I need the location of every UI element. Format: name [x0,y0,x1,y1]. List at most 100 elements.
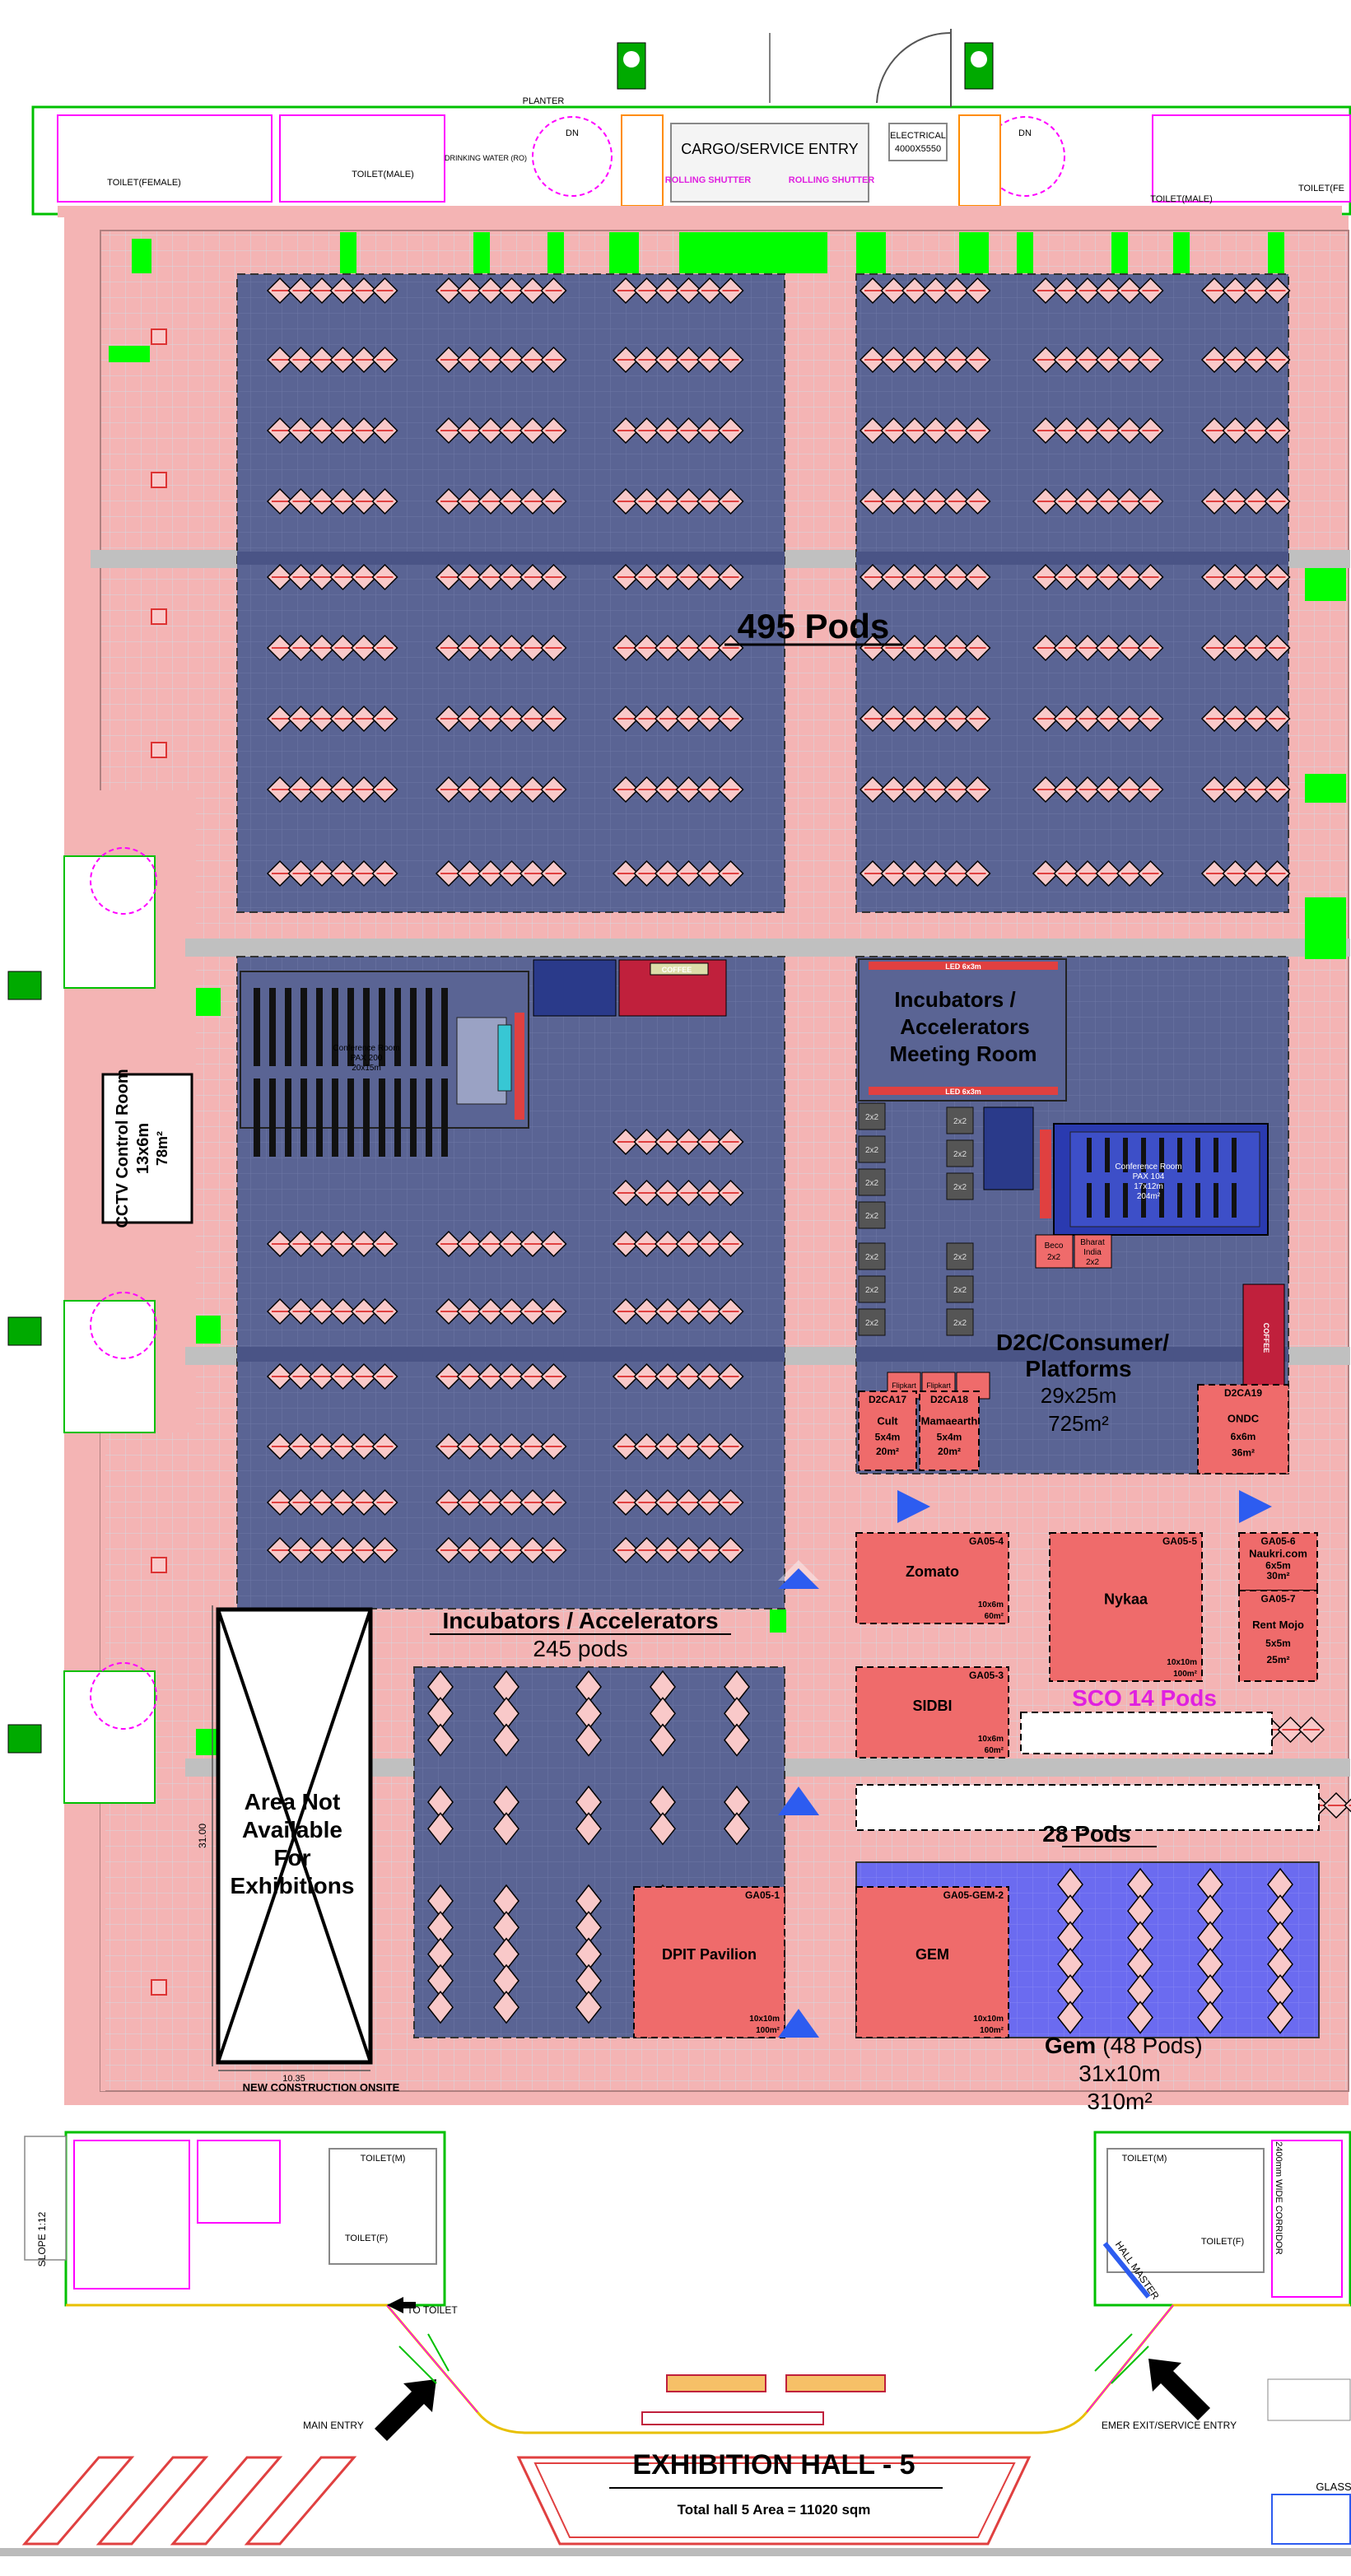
toilet-m-right: TOILET(M) [1122,2154,1167,2164]
box-2x2 [858,1102,886,1130]
box-2x2-label: 2x2 [953,1319,967,1328]
rolling-shutter-right: ROLLING SHUTTER [789,175,875,185]
booth-box [1238,1532,1318,1591]
incubators-245-pods: 245 pods [533,1636,627,1661]
box-2x2-label: 2x2 [865,1319,879,1328]
booth-area: 20m² [876,1446,899,1457]
hall-title: EXHIBITION HALL - 5 [632,2449,915,2481]
hall-title-banner [516,2456,1032,2546]
booth-name: Zomato [906,1563,959,1580]
booth-box [919,1390,980,1471]
box-2x2-label: 2x2 [953,1183,967,1192]
booth-box [1238,1590,1318,1682]
emergency-exit-label: EMER EXIT/SERVICE ENTRY [1102,2420,1237,2431]
toilet-female-right: TOILET(FE [1298,184,1344,193]
box-2x2-label: 2x2 [865,1253,879,1262]
area-not-available [212,1605,373,2071]
pod [650,1723,676,1757]
toilet-f-left: TOILET(F) [345,2234,388,2243]
chair-row [332,1078,338,1157]
booth-code: GA05-4 [969,1535,1004,1547]
box-2x2 [946,1172,974,1200]
chair-row [316,988,323,1066]
toilet-f-right: TOILET(F) [1201,2237,1244,2247]
new-construction-label: NEW CONSTRUCTION ONSITE [243,2081,400,2094]
to-toilet-label: TO TOILET [407,2304,458,2316]
pods-zone-left [236,273,785,913]
booth-area: 25m² [1266,1654,1289,1665]
booth-size: 5x5m [1265,1637,1291,1649]
india-label: India [1083,1248,1102,1257]
chair-row [332,988,338,1066]
coffee-label-right: COFFEE [1262,1323,1270,1353]
booth-area: 100m² [756,2026,780,2035]
chair-row [1232,1183,1237,1218]
pod [650,1812,676,1846]
entry-gates [398,2333,1149,2384]
conference-chairs-right [1087,1138,1237,1218]
conf-right-size: 17x12m [1134,1182,1163,1191]
chair-row [1232,1138,1237,1172]
incubators-245-title: Incubators / Accelerators [442,1608,718,1633]
booth-area: 20m² [938,1446,961,1457]
booth-code: GA05-3 [969,1670,1004,1681]
pod [1057,2001,1083,2034]
chair-row [347,1078,354,1157]
cargo-entry-label: CARGO/SERVICE ENTRY [681,141,858,157]
box-2x2-label: 2x2 [953,1150,967,1159]
bottom-service-area [0,2131,1351,2556]
pod [493,1812,519,1846]
chair-row [1177,1183,1182,1218]
booth-size: 10x6m [978,1600,1004,1609]
direction-arrows [778,1490,1272,2038]
booth-box [855,1666,1009,1758]
bharat-size: 2x2 [1086,1258,1100,1267]
booth-area: 30m² [1266,1570,1289,1581]
box-2x2 [946,1242,974,1270]
box-2x2-label: 2x2 [865,1286,879,1295]
box-2x2-label: 2x2 [865,1146,879,1155]
booth-size: 10x10m [1167,1658,1197,1667]
booth-name: Rent Mojo [1252,1619,1304,1631]
booth-area: 36m² [1232,1446,1255,1458]
conf-right-title: Conference Room [1115,1162,1181,1172]
incubators-meeting-line1: Incubators / [894,987,1015,1012]
drinking-water-label: DRINKING WATER (RO) [445,154,527,162]
led-label-top: LED 6x3m [945,962,981,971]
chair-row [347,988,354,1066]
pod [427,1723,454,1757]
booth-size: 5x4m [875,1432,901,1443]
cctv-size: 13x6m [134,1123,152,1174]
dim-10: 10.35 [282,2074,305,2084]
chair-row [441,1078,448,1157]
booth-code: GA05-6 [1260,1535,1295,1547]
booth-area: 100m² [1173,1670,1198,1679]
chair-row [1159,1183,1164,1218]
box-2x2 [858,1242,886,1270]
chair-row [426,988,432,1066]
chair-row [1141,1183,1146,1218]
hall-total-area: Total hall 5 Area = 11020 sqm [678,2502,871,2518]
toilet-male-label: TOILET(MALE) [352,170,414,179]
not-available-line2: Available [242,1817,342,1842]
chair-row [285,1078,291,1157]
chair-row [1123,1183,1128,1218]
rolling-shutter-left: ROLLING SHUTTER [665,175,752,185]
chair-row [1177,1138,1182,1172]
incubators-meeting-line2: Accelerators [900,1014,1030,1039]
cctv-title: CCTV Control Room [114,1069,132,1227]
chair-row [1105,1138,1110,1172]
chair-row [426,1078,432,1157]
booth-name: ONDC [1228,1412,1260,1424]
electrical-size: 4000X5550 [895,144,941,154]
booth-code: GA05-GEM-2 [943,1889,1004,1901]
beco-label: Beco [1045,1241,1064,1251]
pods-zone-right [855,273,1289,913]
booth-box [855,1886,1009,2038]
chair-row [1123,1138,1128,1172]
pod [724,1723,750,1757]
gem-pods: (48 Pods) [1102,2033,1202,2058]
chair-row [1141,1138,1146,1172]
chair-row [1214,1138,1218,1172]
